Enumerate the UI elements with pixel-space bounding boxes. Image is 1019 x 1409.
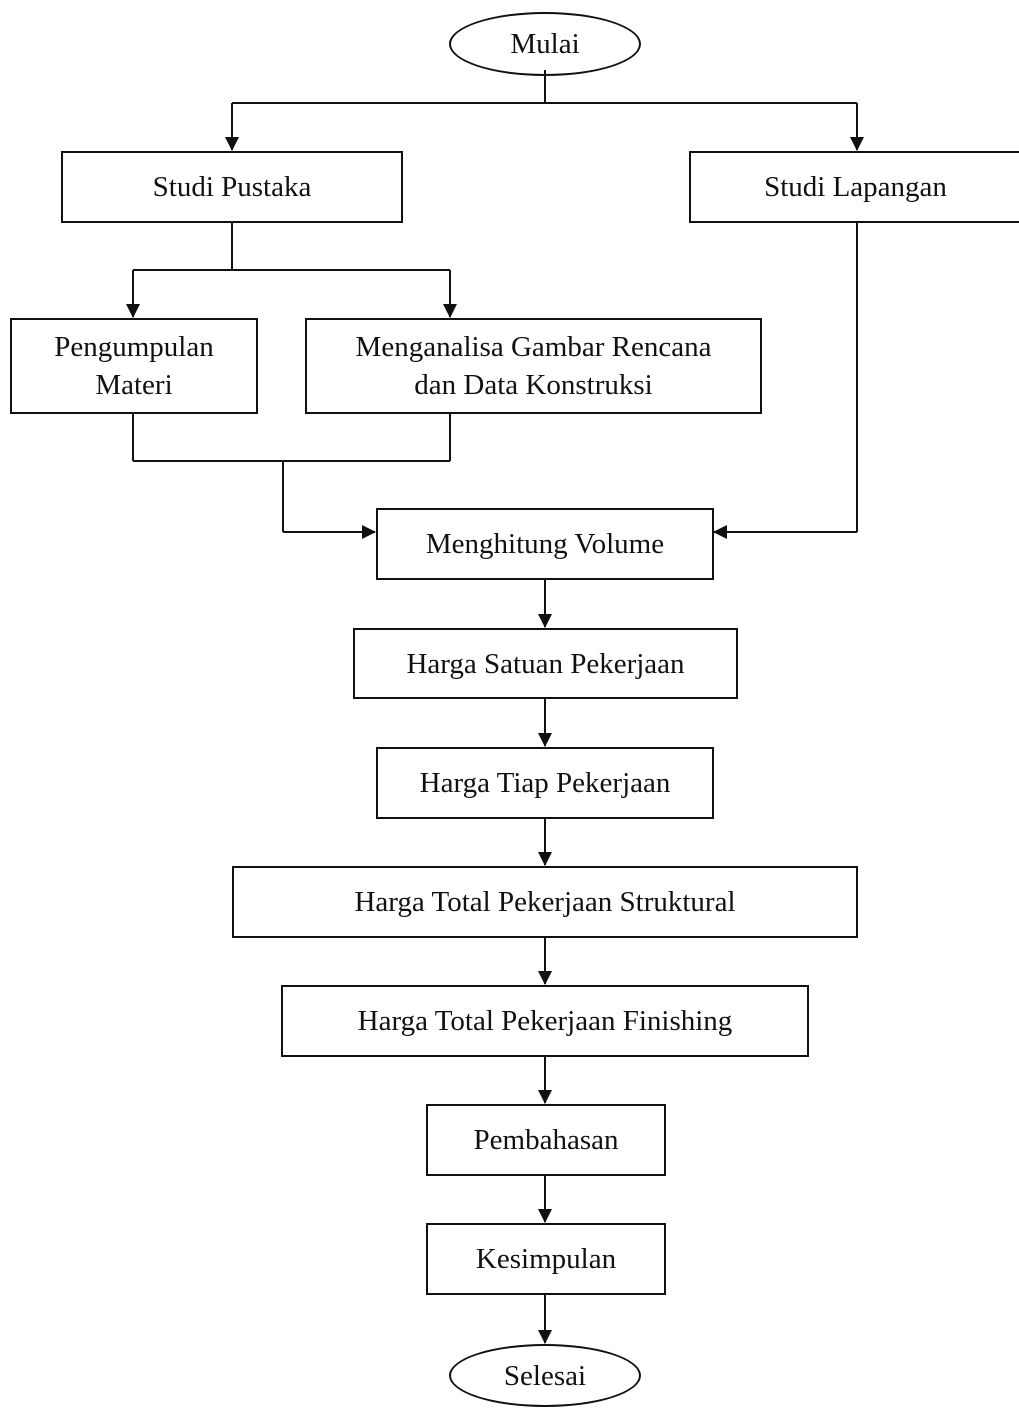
pengumpulan-materi-box: Pengumpulan Materi xyxy=(10,318,258,414)
studi-pustaka-label: Studi Pustaka xyxy=(152,171,312,203)
harga-total-struktural-box: Harga Total Pekerjaan Struktural xyxy=(232,866,858,938)
end-terminal: Selesai xyxy=(449,1344,641,1407)
harga-total-struktural-label: Harga Total Pekerjaan Struktural xyxy=(354,886,736,918)
menganalisa-label-line2: dan Data Konstruksi xyxy=(414,369,653,401)
harga-tiap-label: Harga Tiap Pekerjaan xyxy=(419,767,671,799)
pengumpulan-label-line1: Pengumpulan xyxy=(54,331,214,363)
kesimpulan-box: Kesimpulan xyxy=(426,1223,666,1295)
studi-lapangan-label: Studi Lapangan xyxy=(764,171,947,203)
end-label: Selesai xyxy=(503,1359,587,1392)
harga-total-finishing-box: Harga Total Pekerjaan Finishing xyxy=(281,985,809,1057)
harga-satuan-box: Harga Satuan Pekerjaan xyxy=(353,628,738,699)
menganalisa-label-line1: Menganalisa Gambar Rencana xyxy=(355,331,712,363)
pembahasan-label: Pembahasan xyxy=(473,1124,619,1156)
harga-total-finishing-label: Harga Total Pekerjaan Finishing xyxy=(357,1005,733,1037)
kesimpulan-label: Kesimpulan xyxy=(475,1243,617,1275)
start-terminal: Mulai xyxy=(449,12,641,76)
harga-satuan-label: Harga Satuan Pekerjaan xyxy=(406,647,685,680)
harga-tiap-box: Harga Tiap Pekerjaan xyxy=(376,747,714,819)
menganalisa-box: Menganalisa Gambar Rencana dan Data Kons… xyxy=(305,318,762,414)
menghitung-volume-box: Menghitung Volume xyxy=(376,508,714,580)
studi-lapangan-box: Studi Lapangan xyxy=(689,151,1019,223)
menghitung-volume-label: Menghitung Volume xyxy=(425,528,665,560)
start-label: Mulai xyxy=(510,28,580,60)
pembahasan-box: Pembahasan xyxy=(426,1104,666,1176)
studi-pustaka-box: Studi Pustaka xyxy=(61,151,403,223)
pengumpulan-label-line2: Materi xyxy=(95,369,173,401)
